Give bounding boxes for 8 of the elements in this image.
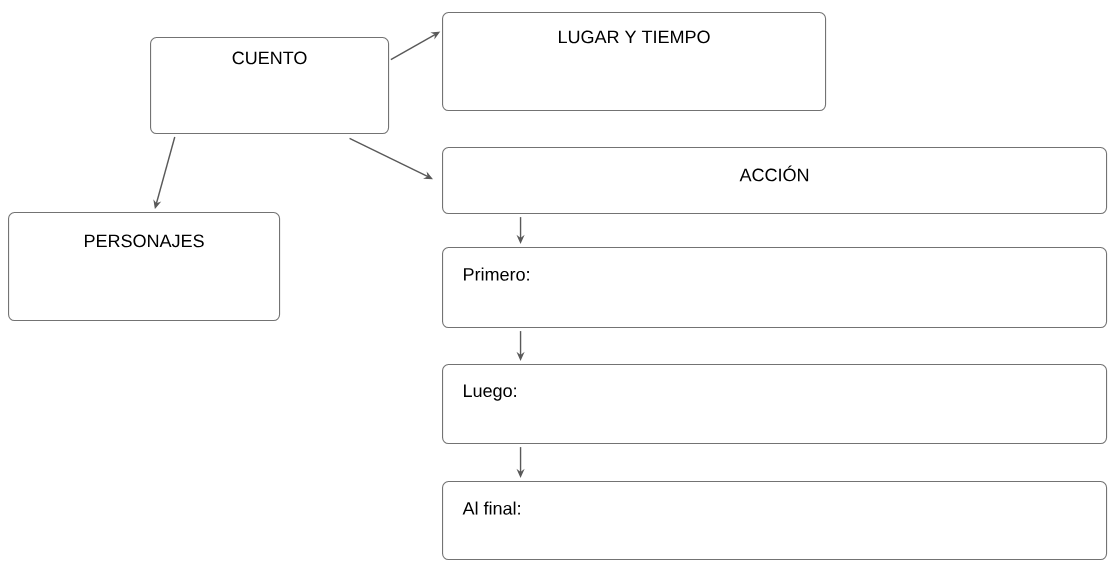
- text-box: Primero:: [442, 247, 1108, 329]
- text-box: PERSONAJES: [8, 212, 281, 322]
- text-box: CUENTO: [150, 37, 390, 135]
- arrow: [348, 137, 433, 180]
- text-box: Al final:: [442, 481, 1108, 561]
- text-box: LUGAR Y TIEMPO: [442, 12, 827, 112]
- text-box: ACCIÓN: [442, 147, 1108, 215]
- text-box: Luego:: [442, 364, 1108, 445]
